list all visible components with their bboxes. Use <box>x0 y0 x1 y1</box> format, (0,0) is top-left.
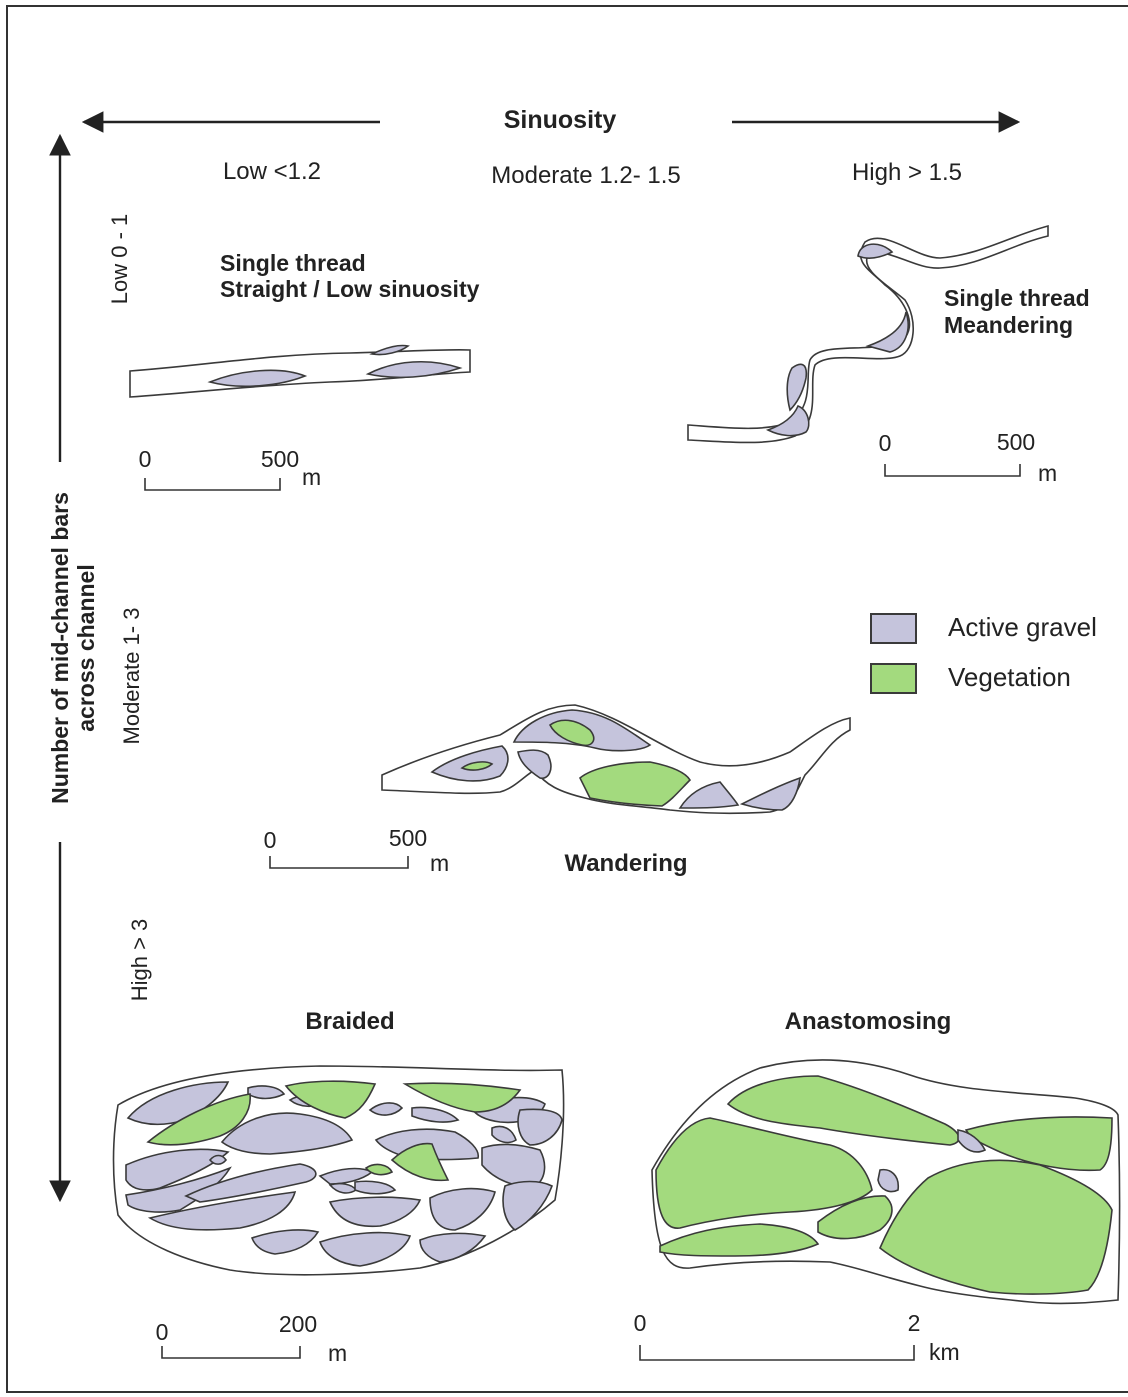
braided-channel-group: Braided <box>112 1008 565 1366</box>
wandering-veg-island-1 <box>460 761 494 771</box>
braided-gravel-bar-7 <box>368 1102 404 1116</box>
legend-gravel-swatch <box>870 613 917 644</box>
meander-label-line1: Single thread <box>944 285 1090 311</box>
figure-border <box>6 5 1128 1393</box>
braided-gravel-bar-15 <box>208 1154 227 1165</box>
straight-gravel-bar-1 <box>207 369 308 388</box>
wandering-gravel-bar-4 <box>678 781 740 809</box>
anast-veg-island-5 <box>817 1195 893 1240</box>
wandering-scale-unit: m <box>430 850 449 876</box>
bars-axis: Number of mid-channel bars across channe… <box>47 133 152 1203</box>
meander-label-line2: Meandering <box>944 312 1073 338</box>
braided-gravel-bar-21 <box>429 1187 496 1231</box>
straight-scale-start: 0 <box>139 446 152 472</box>
straight-gravel-bar-3 <box>369 344 410 356</box>
braided-veg-island-3 <box>402 1082 522 1113</box>
straight-scale-end: 500 <box>261 446 299 472</box>
anastomosing-channel-group: Anastomosing 0 2 km <box>634 1008 1121 1365</box>
straight-scale-bar: 0 500 m <box>139 446 321 491</box>
anast-scale-end: 2 <box>908 1310 921 1336</box>
braided-scale-end: 200 <box>279 1311 317 1337</box>
braided-veg-island-5 <box>364 1163 394 1176</box>
straight-scale-unit: m <box>302 464 321 490</box>
anast-scale-unit: km <box>929 1339 960 1365</box>
braided-veg-island-2 <box>284 1080 377 1119</box>
legend-vegetation-swatch <box>870 663 917 694</box>
meandering-channel <box>687 224 1049 444</box>
braided-gravel-bar-22 <box>502 1180 553 1231</box>
sinuosity-axis: Sinuosity Low <1.2 Moderate 1.2- 1.5 Hig… <box>81 106 1021 189</box>
anast-gravel-bar-2 <box>957 1129 987 1153</box>
braided-gravel-bar-24 <box>318 1231 412 1267</box>
straight-gravel-bar-2 <box>365 360 463 379</box>
wandering-channel-group: 0 500 m Wandering <box>264 704 851 877</box>
anast-scale-start: 0 <box>634 1310 647 1336</box>
anast-gravel-bar-1 <box>877 1168 900 1193</box>
braided-gravel-bar-19 <box>147 1191 297 1231</box>
meander-scale-bar: 0 500 m <box>879 429 1058 486</box>
braided-veg-island-1 <box>146 1093 251 1146</box>
bars-axis-title-line2: across channel <box>73 564 99 731</box>
legend-gravel-label: Active gravel <box>948 612 1097 642</box>
straight-channel-group: Single thread Straight / Low sinuosity 0… <box>129 250 480 491</box>
bars-high-label: High > 3 <box>127 919 152 1002</box>
braided-gravel-bar-23 <box>250 1229 320 1255</box>
sinuosity-moderate-label: Moderate 1.2- 1.5 <box>491 162 680 189</box>
anastomosing-scale-bar: 0 2 km <box>634 1310 960 1365</box>
braided-scale-bar: 0 200 m <box>156 1311 348 1366</box>
braided-gravel-bar-1 <box>126 1081 230 1126</box>
sinuosity-low-label: Low <1.2 <box>223 158 321 185</box>
anast-veg-island-3 <box>655 1117 873 1229</box>
meander-scale-end: 500 <box>997 429 1035 455</box>
wandering-veg-island-2 <box>548 719 595 747</box>
braided-label: Braided <box>305 1008 394 1035</box>
meander-gravel-bar-1 <box>857 243 894 259</box>
braided-gravel-bar-25 <box>419 1232 487 1263</box>
braided-scale-unit: m <box>328 1340 347 1366</box>
braided-gravel-bar-8 <box>411 1106 460 1123</box>
anast-veg-island-6 <box>659 1223 820 1257</box>
bars-low-label: Low 0 - 1 <box>107 214 132 305</box>
braided-gravel-bar-20 <box>328 1196 422 1228</box>
legend: Active gravel Vegetation <box>870 612 1097 694</box>
meander-scale-start: 0 <box>879 430 892 456</box>
meander-gravel-bar-3 <box>786 363 808 412</box>
braided-gravel-bar-14 <box>184 1163 317 1203</box>
sinuosity-title: Sinuosity <box>504 106 617 134</box>
straight-label-line1: Single thread <box>220 250 366 276</box>
wandering-scale-start: 0 <box>264 827 277 853</box>
anast-veg-island-2 <box>964 1116 1113 1172</box>
bars-moderate-label: Moderate 1- 3 <box>119 608 144 745</box>
braided-gravel-bar-11 <box>491 1125 517 1144</box>
braided-gravel-bar-10 <box>517 1108 563 1146</box>
wandering-gravel-bar-3 <box>517 749 552 779</box>
wandering-scale-end: 500 <box>389 825 427 851</box>
anastomosing-label: Anastomosing <box>785 1008 952 1035</box>
braided-gravel-bar-13 <box>481 1143 546 1188</box>
wandering-scale-bar: 0 500 m <box>264 825 450 876</box>
legend-vegetation-label: Vegetation <box>948 662 1071 692</box>
wandering-label: Wandering <box>564 850 687 877</box>
braided-gravel-bar-5 <box>247 1085 286 1100</box>
meander-gravel-bar-4 <box>765 404 810 437</box>
wandering-veg-island-3 <box>579 761 692 807</box>
sinuosity-high-label: High > 1.5 <box>852 159 962 186</box>
wandering-gravel-bar-5 <box>739 776 801 811</box>
anast-veg-island-4 <box>879 1159 1113 1295</box>
braided-gravel-bar-2 <box>125 1148 230 1191</box>
bars-axis-title-line1: Number of mid-channel bars <box>47 492 73 804</box>
meander-gravel-bar-2 <box>865 311 909 353</box>
straight-label-line2: Straight / Low sinuosity <box>220 276 480 302</box>
braided-gravel-bar-18 <box>354 1180 397 1195</box>
meandering-channel-group: Single thread Meandering 0 500 m <box>687 224 1090 486</box>
braided-scale-start: 0 <box>156 1319 169 1345</box>
meander-scale-unit: m <box>1038 460 1057 486</box>
braided-veg-island-4 <box>390 1142 450 1182</box>
braided-gravel-bar-4 <box>220 1112 354 1155</box>
